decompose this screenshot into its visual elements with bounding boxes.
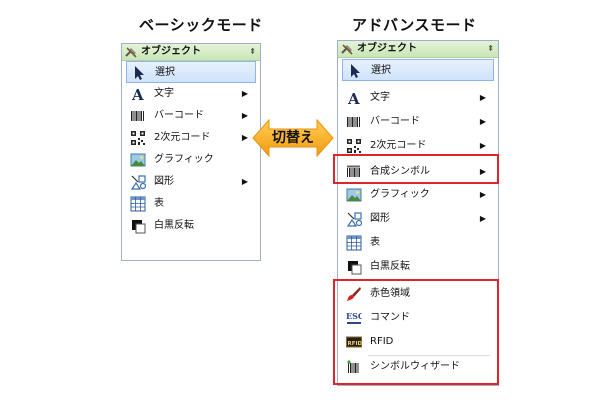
tool-graphic[interactable]: グラフィック ▶ xyxy=(342,184,494,206)
tool-select[interactable]: 選択 xyxy=(342,59,494,81)
letter-a-icon: A xyxy=(131,86,144,102)
tool-command[interactable]: ESC コマンド xyxy=(342,307,494,329)
submenu-arrow-icon: ▶ xyxy=(479,93,486,102)
shapes-icon xyxy=(130,175,146,190)
tool-invert[interactable]: 白黒反転 xyxy=(342,256,494,278)
submenu-arrow-icon: ▶ xyxy=(241,111,248,120)
tool-shapes[interactable]: 図形 ▶ xyxy=(126,171,256,193)
tools-icon xyxy=(341,44,353,55)
image-icon xyxy=(130,153,146,167)
qr-code-icon xyxy=(131,131,145,145)
tool-barcode[interactable]: バーコード ▶ xyxy=(126,105,256,127)
svg-text:ESC: ESC xyxy=(346,311,362,321)
submenu-arrow-icon: ▶ xyxy=(479,190,486,199)
tool-table[interactable]: 表 xyxy=(342,232,494,254)
tool-red-area[interactable]: 赤色領域 xyxy=(342,283,494,305)
tool-rfid[interactable]: RFID RFID xyxy=(342,331,494,353)
invert-icon xyxy=(132,220,146,234)
switch-double-arrow-icon xyxy=(252,118,334,158)
switch-label: 切替え xyxy=(272,130,314,146)
menu-separator xyxy=(368,355,490,356)
basic-mode-title: ベーシックモード xyxy=(139,16,263,34)
submenu-arrow-icon: ▶ xyxy=(479,167,486,176)
highlight-new-item-box xyxy=(333,154,499,184)
qr-code-icon xyxy=(347,139,361,153)
svg-text:A: A xyxy=(131,86,144,102)
tool-invert[interactable]: 白黒反転 xyxy=(126,215,256,237)
red-brush-icon xyxy=(347,287,361,301)
tool-select[interactable]: 選択 xyxy=(126,61,256,83)
rfid-icon: RFID xyxy=(346,336,363,348)
cursor-icon xyxy=(135,66,144,80)
tool-barcode[interactable]: バーコード ▶ xyxy=(342,111,494,133)
tool-text[interactable]: A 文字 ▶ xyxy=(342,87,494,109)
table-icon xyxy=(346,235,362,251)
tool-text[interactable]: A 文字 ▶ xyxy=(126,83,256,105)
advanced-object-panel: オブジェクト ⇞ 選択 A 文字 ▶ バーコード ▶ 2次元コード ▶ 合成シン… xyxy=(337,40,499,386)
submenu-arrow-icon: ▶ xyxy=(479,141,486,150)
invert-icon xyxy=(348,261,362,275)
letter-a-icon: A xyxy=(347,90,360,106)
panel-header: オブジェクト ⇞ xyxy=(122,44,260,61)
submenu-arrow-icon: ▶ xyxy=(479,117,486,126)
submenu-arrow-icon: ▶ xyxy=(241,133,248,142)
image-icon xyxy=(346,188,362,202)
basic-object-panel: オブジェクト ⇞ 選択 A 文字 ▶ バーコード ▶ 2次元コード ▶ グラフィ… xyxy=(121,43,261,261)
submenu-arrow-icon: ▶ xyxy=(241,177,248,186)
pin-icon[interactable]: ⇞ xyxy=(249,47,256,56)
svg-text:RFID: RFID xyxy=(348,341,363,347)
panel-title: オブジェクト xyxy=(141,46,201,57)
tools-icon xyxy=(125,47,137,58)
tool-table[interactable]: 表 xyxy=(126,193,256,215)
cursor-icon xyxy=(351,64,360,78)
advanced-mode-title: アドバンスモード xyxy=(352,16,477,34)
tool-2d-code[interactable]: 2次元コード ▶ xyxy=(126,127,256,149)
panel-header: オブジェクト ⇞ xyxy=(338,41,498,58)
tool-composite-symbol[interactable]: 合成シンボル ▶ xyxy=(342,161,494,183)
svg-text:A: A xyxy=(347,90,360,106)
esc-command-icon: ESC xyxy=(346,311,362,324)
tool-2d-code[interactable]: 2次元コード ▶ xyxy=(342,135,494,157)
pin-icon[interactable]: ⇞ xyxy=(487,44,494,53)
symbol-wizard-icon xyxy=(347,360,359,373)
submenu-arrow-icon: ▶ xyxy=(241,89,248,98)
submenu-arrow-icon: ▶ xyxy=(479,214,486,223)
table-icon xyxy=(130,196,146,212)
shapes-icon xyxy=(346,212,362,227)
barcode-icon xyxy=(347,117,360,127)
panel-title: オブジェクト xyxy=(357,43,417,54)
tool-symbol-wizard[interactable]: シンボルウィザード xyxy=(342,356,494,378)
tool-shapes[interactable]: 図形 ▶ xyxy=(342,208,494,230)
barcode-icon xyxy=(131,111,144,121)
composite-symbol-icon xyxy=(347,165,360,177)
tool-graphic[interactable]: グラフィック xyxy=(126,149,256,171)
highlight-new-items-box xyxy=(333,279,499,385)
